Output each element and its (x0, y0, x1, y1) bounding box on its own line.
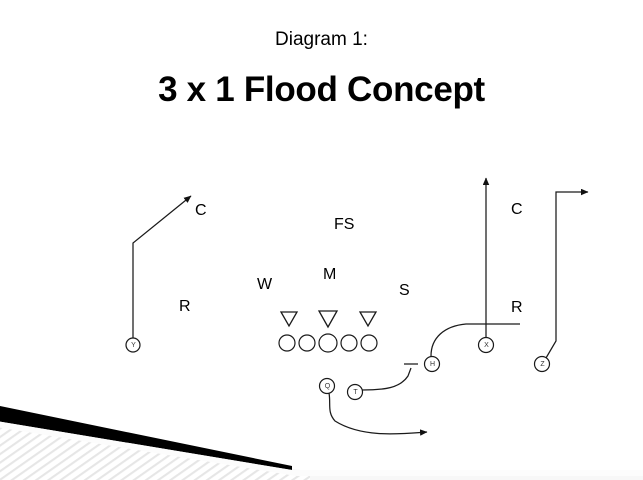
player-lineman-rt[interactable] (360, 334, 378, 352)
player-quarterback[interactable] (318, 377, 336, 395)
route-t-protect (361, 367, 412, 391)
route-y-corner (132, 195, 192, 338)
route-q-rollout (328, 392, 428, 436)
player-lineman-rg[interactable] (340, 334, 358, 352)
player-tailback[interactable] (346, 383, 364, 401)
coverage-label-route-depth-right: R (511, 299, 523, 316)
player-center[interactable] (318, 333, 338, 353)
defense-label-strong-safety: S (399, 282, 410, 299)
player-tag-tailback: T (353, 389, 358, 396)
defensive-lineman-triangle (358, 311, 378, 328)
player-tag-quarterback: Q (324, 383, 331, 390)
route-h-flat (430, 323, 520, 357)
player-tag-h-back: H (429, 361, 436, 368)
defensive-lineman-triangle (317, 310, 339, 329)
route-z-out (545, 188, 589, 359)
player-h-back[interactable] (423, 355, 441, 373)
slide-title: 3 x 1 Flood Concept (158, 70, 485, 109)
decoration-black-wedge (0, 406, 292, 470)
decoration-white-gap (0, 421, 643, 476)
slide-subtitle: Diagram 1: (275, 29, 368, 50)
defense-label-free-safety: FS (334, 216, 355, 233)
route-lines-group (132, 177, 589, 436)
player-receiver-y[interactable] (125, 337, 141, 353)
defense-label-will-backer: W (257, 276, 273, 293)
player-tag-receiver-x: X (484, 342, 489, 349)
player-tag-receiver-z: Z (540, 361, 545, 368)
player-lineman-lt[interactable] (278, 334, 296, 352)
defensive-lineman-triangle (279, 311, 299, 328)
player-receiver-z[interactable] (533, 355, 551, 373)
defense-label-corner-left: C (195, 202, 207, 219)
player-receiver-x[interactable] (477, 336, 495, 354)
offense-players-group (125, 333, 551, 401)
defense-label-corner-right: C (511, 201, 523, 218)
coverage-label-route-depth-left: R (179, 298, 191, 315)
player-lineman-lg[interactable] (298, 334, 316, 352)
slide-decoration (0, 406, 643, 480)
player-tag-receiver-y: Y (131, 342, 136, 349)
defensive-line-group (279, 310, 378, 329)
defense-label-mike-backer: M (323, 266, 337, 283)
